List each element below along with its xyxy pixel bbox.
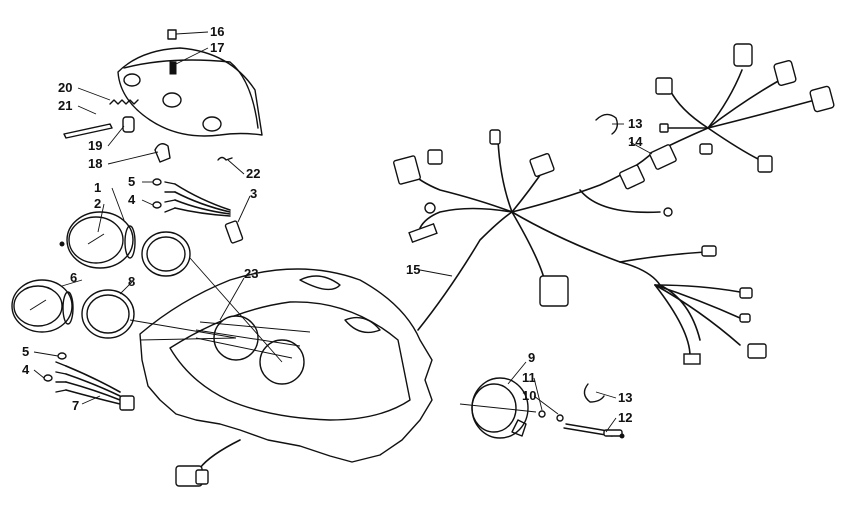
callout-14: 14 bbox=[628, 134, 643, 149]
callout-10: 10 bbox=[522, 388, 536, 403]
callout-18: 18 bbox=[88, 156, 102, 171]
gauge-bulbs-upper bbox=[152, 178, 244, 244]
harness-clip-upper bbox=[595, 113, 619, 135]
dash-connector bbox=[175, 439, 241, 487]
callout-2: 2 bbox=[94, 196, 101, 211]
adjuster-spring bbox=[63, 99, 139, 139]
bulb-socket bbox=[122, 116, 171, 163]
harness-clip-lower bbox=[583, 383, 605, 403]
speedometer-gauge bbox=[59, 211, 136, 269]
gauge-bulbs-lower bbox=[43, 352, 135, 411]
auxiliary-gauge bbox=[459, 377, 625, 439]
callout-9: 9 bbox=[528, 350, 535, 365]
headlight-housing bbox=[117, 29, 263, 137]
callout-labels: 16 17 20 21 19 18 22 1 2 5 4 3 8 6 5 4 7… bbox=[22, 24, 643, 425]
callout-22: 22 bbox=[246, 166, 260, 181]
callout-8: 8 bbox=[128, 274, 135, 289]
harness-connectors bbox=[393, 43, 835, 365]
gauge-ring-upper bbox=[141, 231, 191, 277]
callout-5-upper: 5 bbox=[128, 174, 135, 189]
callout-5-lower: 5 bbox=[22, 344, 29, 359]
callout-6: 6 bbox=[70, 270, 77, 285]
callout-17: 17 bbox=[210, 40, 224, 55]
gauge-ring-lower bbox=[81, 289, 135, 339]
callout-3: 3 bbox=[250, 186, 257, 201]
callout-4-upper: 4 bbox=[128, 192, 136, 207]
callout-13-lower: 13 bbox=[618, 390, 632, 405]
callout-11: 11 bbox=[522, 370, 536, 385]
dash-panel bbox=[139, 268, 433, 463]
main-wiring-harness bbox=[407, 69, 816, 357]
callout-23: 23 bbox=[244, 266, 258, 281]
callout-16: 16 bbox=[210, 24, 224, 39]
wire-clip bbox=[217, 156, 233, 161]
callout-12: 12 bbox=[618, 410, 632, 425]
callout-21: 21 bbox=[58, 98, 72, 113]
callout-15: 15 bbox=[406, 262, 420, 277]
callout-20: 20 bbox=[58, 80, 72, 95]
callout-4-lower: 4 bbox=[22, 362, 30, 377]
callout-1: 1 bbox=[94, 180, 101, 195]
callout-13-upper: 13 bbox=[628, 116, 642, 131]
callout-19: 19 bbox=[88, 138, 102, 153]
tachometer-gauge bbox=[11, 279, 74, 333]
callout-7: 7 bbox=[72, 398, 79, 413]
leader-lines bbox=[33, 31, 653, 433]
